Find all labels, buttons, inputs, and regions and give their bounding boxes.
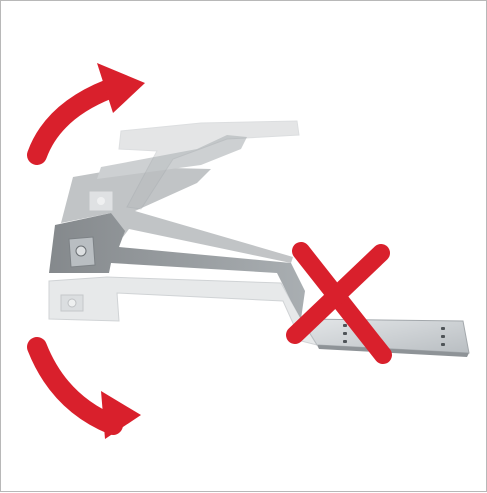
- bracket-position-low: [49, 277, 317, 345]
- rotate-down-arrow-icon: [37, 347, 141, 439]
